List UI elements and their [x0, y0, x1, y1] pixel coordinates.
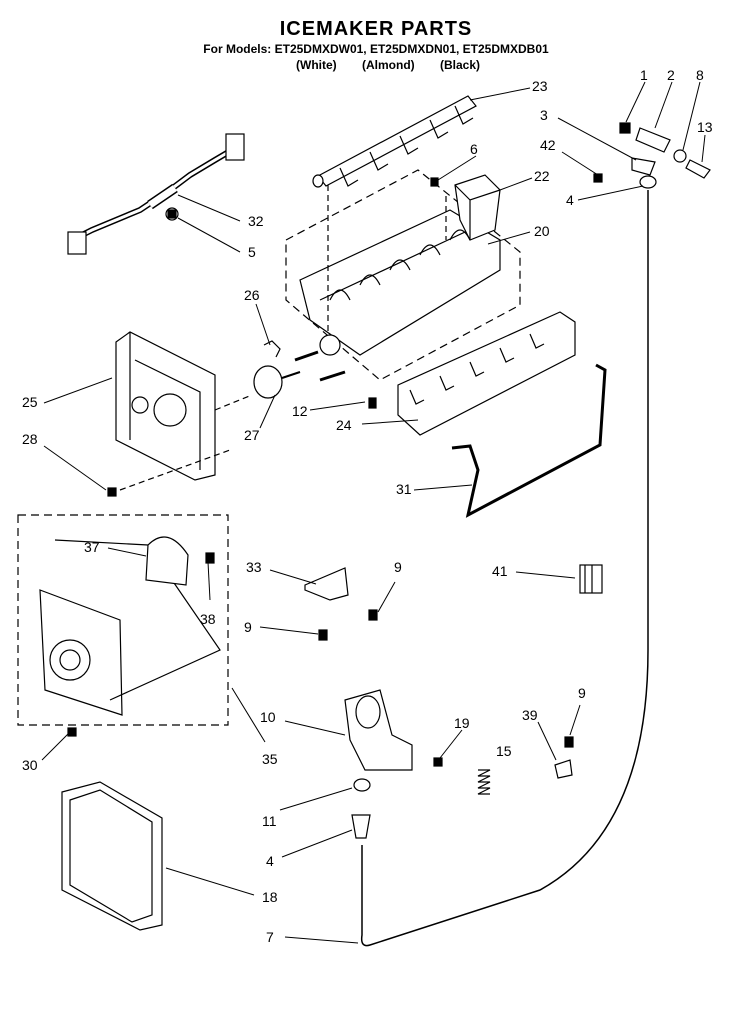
part-wire-harness	[67, 133, 245, 255]
callout: 19	[454, 715, 470, 731]
part-clamp	[554, 736, 574, 779]
callout-labels: 1 2 8 23 3 13 6 42 22 32 4 20 5 26 25 12…	[22, 67, 713, 945]
callout: 7	[266, 929, 274, 945]
callout: 18	[262, 889, 278, 905]
callout: 24	[336, 417, 352, 433]
callout: 33	[246, 559, 262, 575]
callout: 5	[248, 244, 256, 260]
callout: 22	[534, 168, 550, 184]
part-thermostat	[253, 340, 301, 399]
callout: 11	[262, 813, 277, 829]
color-black: (Black)	[440, 58, 481, 72]
part-cover	[61, 781, 163, 931]
part-fill-cup	[454, 174, 501, 241]
callout: 37	[84, 539, 100, 555]
part-clip-41	[579, 564, 603, 594]
callout: 9	[244, 619, 252, 635]
callout: 26	[244, 287, 260, 303]
callout: 27	[244, 427, 260, 443]
part-bracket	[304, 567, 378, 641]
part-screws	[107, 173, 603, 497]
part-motor-housing	[115, 331, 216, 481]
part-inlet-fittings	[619, 122, 711, 189]
callout: 9	[394, 559, 402, 575]
callout: 9	[578, 685, 586, 701]
callout: 6	[470, 141, 478, 157]
callout: 10	[260, 709, 276, 725]
callout: 20	[534, 223, 550, 239]
callout: 39	[522, 707, 538, 723]
part-water-tube	[360, 190, 649, 947]
part-fittings-lower	[351, 778, 371, 839]
part-screw-30	[67, 727, 77, 737]
leader-lines	[41, 81, 706, 944]
callout: 31	[396, 481, 412, 497]
callout: 1	[640, 67, 648, 83]
callout: 41	[492, 563, 508, 579]
part-spring	[477, 769, 491, 795]
callout: 3	[540, 107, 548, 123]
callout: 38	[200, 611, 216, 627]
callout: 25	[22, 394, 38, 410]
callout: 35	[262, 751, 278, 767]
diagram-title: ICEMAKER PARTS	[279, 18, 473, 40]
part-clip	[165, 207, 179, 221]
part-stripper	[312, 95, 477, 188]
part-shutoff-arm	[451, 363, 607, 518]
callout: 42	[540, 137, 556, 153]
callout: 2	[667, 67, 675, 83]
part-water-valve	[344, 689, 443, 771]
callout: 4	[266, 853, 274, 869]
callout: 8	[696, 67, 704, 83]
callout: 32	[248, 213, 264, 229]
callout: 28	[22, 431, 38, 447]
part-ice-mold	[285, 169, 521, 382]
callout: 15	[496, 743, 512, 759]
color-white: (White)	[296, 58, 337, 72]
part-motor-module	[17, 514, 229, 726]
callout: 23	[532, 78, 548, 94]
callout: 4	[566, 192, 574, 208]
callout: 30	[22, 757, 38, 773]
color-almond: (Almond)	[362, 58, 415, 72]
model-list: For Models: ET25DMXDW01, ET25DMXDN01, ET…	[203, 42, 549, 56]
callout: 12	[292, 403, 308, 419]
callout: 13	[697, 119, 713, 135]
part-stripper-support	[397, 311, 576, 436]
